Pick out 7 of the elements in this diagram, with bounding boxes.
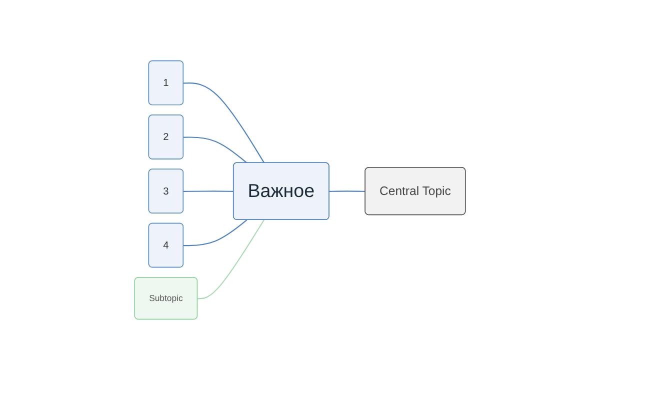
connector [184,190,234,192]
connector [184,82,265,164]
connector [329,190,366,192]
connector [198,220,264,300]
connector [184,220,248,246]
mind-map: Важное Central Topic 1 2 3 4 Subtopic [30,55,570,325]
connector [184,136,248,164]
